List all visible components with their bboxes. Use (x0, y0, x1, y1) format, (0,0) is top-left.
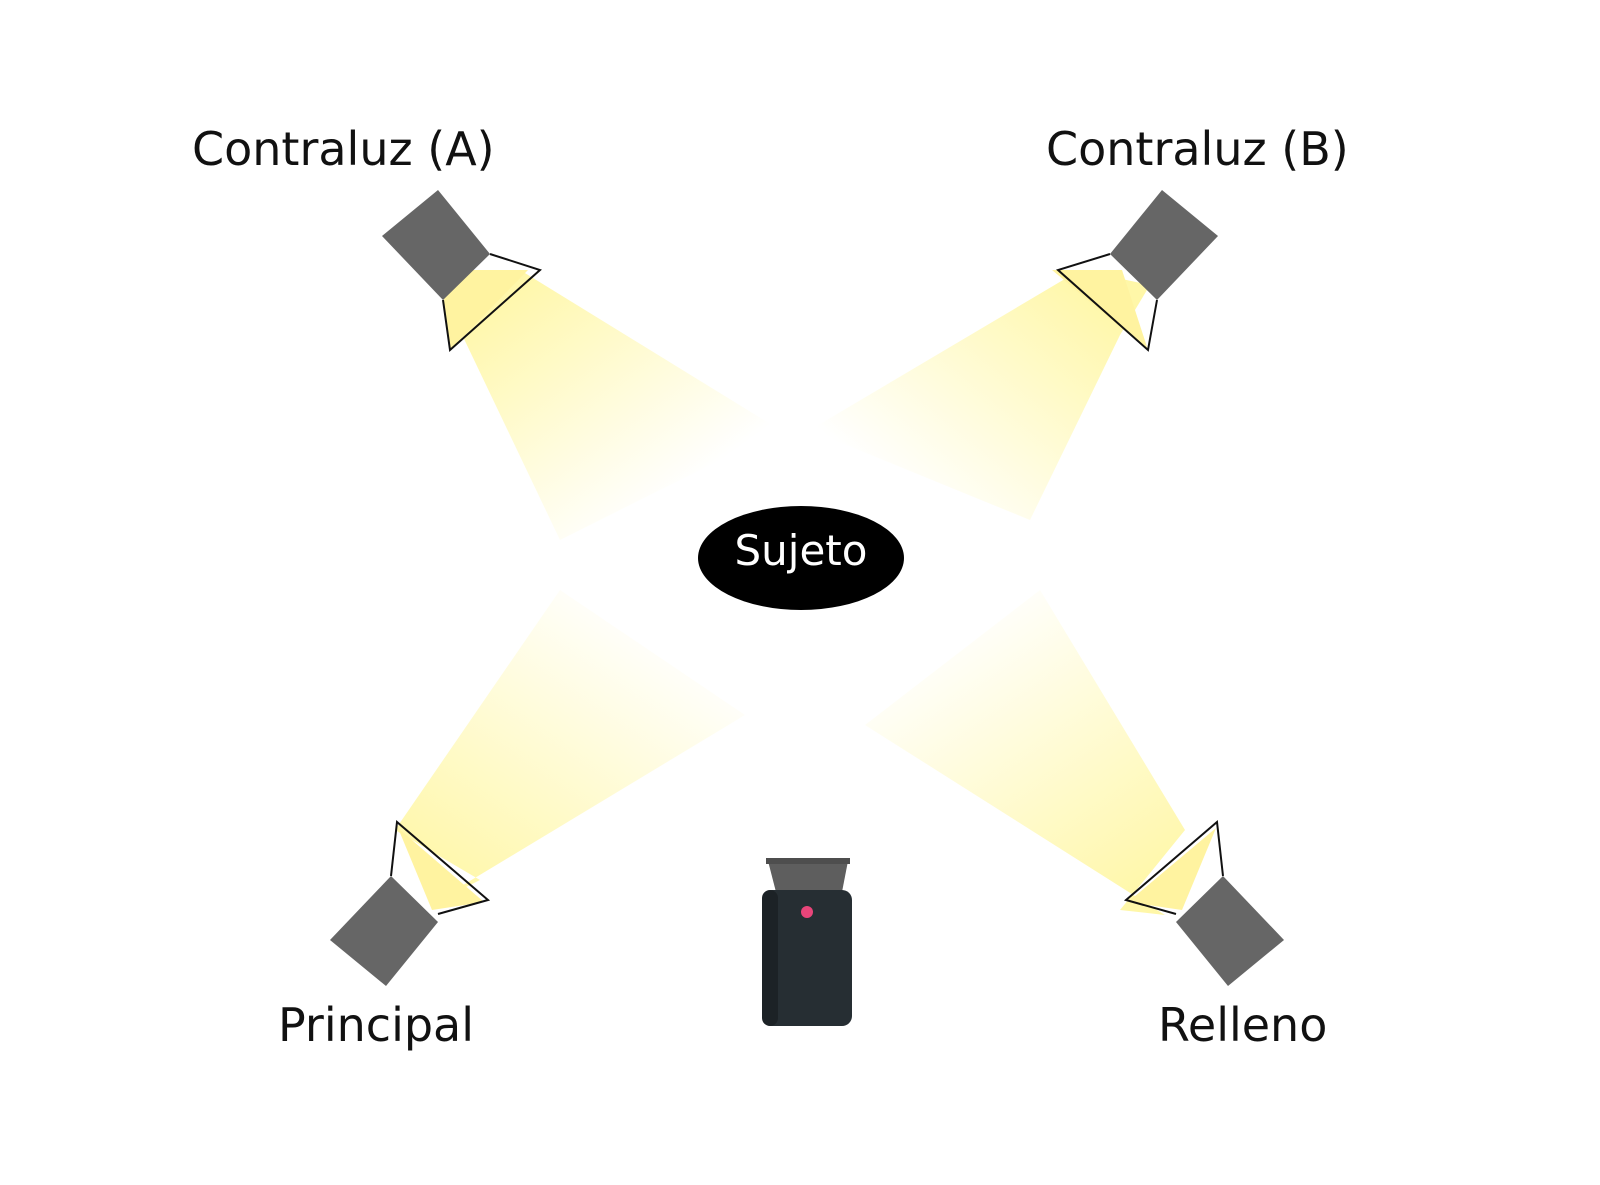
beam-relleno (865, 590, 1185, 915)
beam-contraluz-a (440, 270, 780, 540)
subject-ellipse (698, 506, 904, 610)
light-label-relleno: Relleno (1158, 998, 1328, 1052)
light-label-contraluz-a: Contraluz (A) (192, 122, 495, 176)
spotlight-icon (382, 190, 542, 352)
light-label-contraluz-b: Contraluz (B) (1046, 122, 1349, 176)
spotlight-icon (330, 820, 491, 986)
spotlight-icon (1052, 190, 1218, 352)
beam-contraluz-b (810, 270, 1150, 520)
beam-principal (395, 590, 745, 905)
spotlight-icon (1123, 820, 1284, 986)
subject-label: Sujeto (734, 526, 868, 575)
camera-icon (762, 858, 852, 1026)
light-label-principal: Principal (278, 998, 475, 1052)
